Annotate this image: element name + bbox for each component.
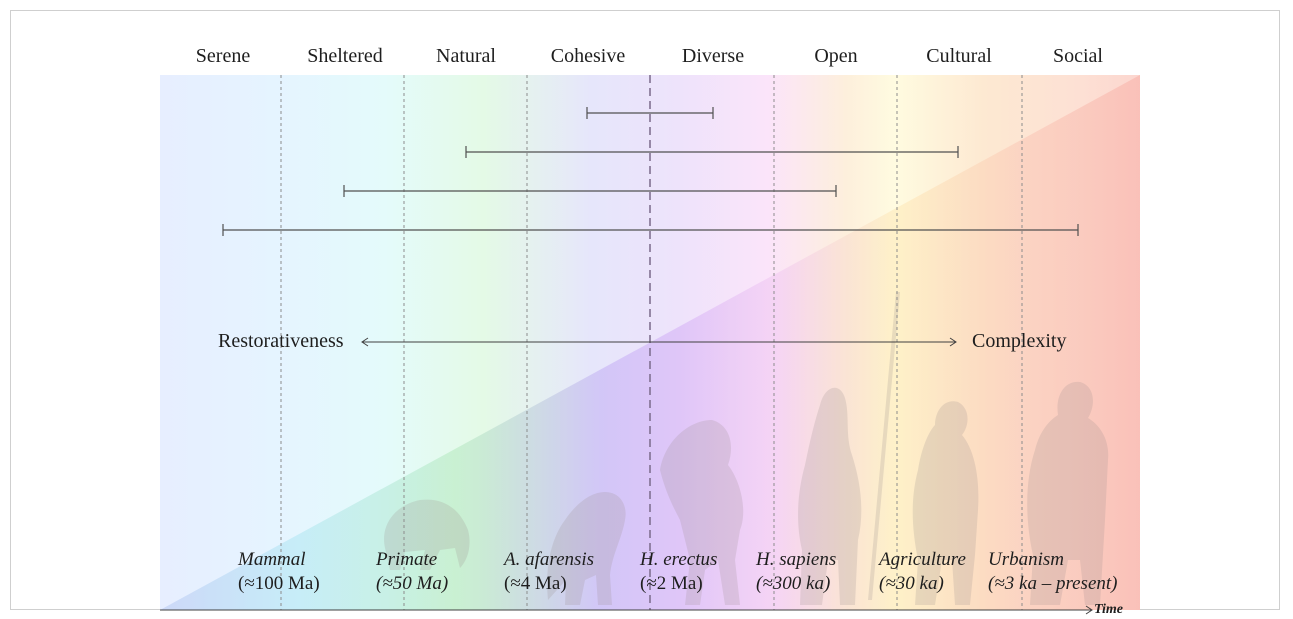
stage-name: Agriculture xyxy=(879,549,966,570)
double-arrow xyxy=(361,337,957,347)
farmer-silhouette xyxy=(912,401,979,605)
stage-mammal: Mammal (≈100 Ma) xyxy=(238,548,320,596)
evolution-silhouettes xyxy=(384,292,1109,605)
stage-primate: Primate (≈50 Ma) xyxy=(376,548,448,596)
stage-name: Mammal xyxy=(238,549,306,570)
time-axis-label: Time xyxy=(1094,602,1124,617)
urban-silhouette xyxy=(1027,381,1109,605)
stage-name: Primate xyxy=(376,549,438,570)
range-bracket-3 xyxy=(343,185,837,197)
restorativeness-label: Restorativeness xyxy=(218,330,344,352)
stage-age: (≈4 Ma) xyxy=(504,573,567,594)
stage-age: (≈100 Ma) xyxy=(238,573,320,594)
category-cohesive: Cohesive xyxy=(550,45,626,67)
stage-afarensis: A. afarensis (≈4 Ma) xyxy=(504,548,594,596)
stage-age: (≈2 Ma) xyxy=(640,573,703,594)
spear xyxy=(868,292,900,600)
stage-age: (≈30 ka) xyxy=(879,573,944,594)
category-separators xyxy=(280,75,1023,610)
stage-age: (≈50 Ma) xyxy=(376,573,449,594)
stage-name: Urbanism xyxy=(988,549,1065,570)
time-axis xyxy=(160,605,1093,615)
range-bracket-4 xyxy=(222,224,1079,236)
stage-agriculture: Agriculture (≈30 ka) xyxy=(879,548,966,596)
range-brackets xyxy=(222,107,1079,236)
category-social: Social xyxy=(1053,45,1103,67)
erectus-silhouette xyxy=(660,420,744,605)
stage-sapiens: H. sapiens (≈300 ka) xyxy=(756,548,836,596)
stage-name: A. afarensis xyxy=(504,549,595,570)
stage-age: (≈300 ka) xyxy=(756,573,831,594)
stage-name: H. erectus xyxy=(640,549,718,570)
stage-erectus: H. erectus (≈2 Ma) xyxy=(640,548,717,596)
sapiens-silhouette xyxy=(798,387,862,605)
category-diverse: Diverse xyxy=(681,45,745,67)
stage-urbanism: Urbanism (≈3 ka – present) xyxy=(988,548,1118,596)
afarensis-silhouette xyxy=(547,492,626,605)
complexity-label: Complexity xyxy=(972,330,1067,352)
category-cultural: Cultural xyxy=(926,45,992,67)
range-bracket-2 xyxy=(465,146,959,158)
category-sheltered: Sheltered xyxy=(307,45,383,67)
stage-age: (≈3 ka – present) xyxy=(988,573,1118,594)
stage-name: H. sapiens xyxy=(756,549,837,570)
category-serene: Serene xyxy=(195,45,251,67)
category-open: Open xyxy=(814,45,858,67)
primate-silhouette xyxy=(384,499,470,570)
category-natural: Natural xyxy=(436,45,496,67)
range-bracket-1 xyxy=(586,107,714,119)
